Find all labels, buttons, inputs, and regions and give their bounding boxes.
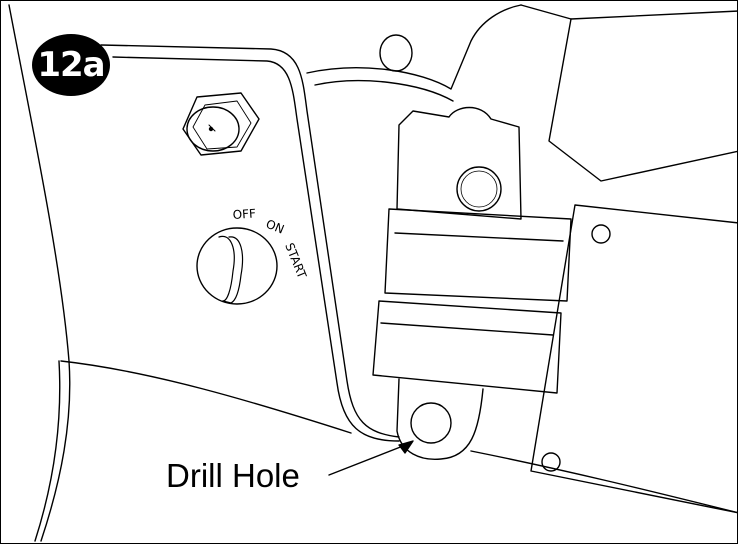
ignition-switch-body [197,228,277,304]
upper-housing [307,5,521,89]
lower-housing-curve [61,361,351,433]
panel-left-edge [9,5,70,541]
control-panel-outline-inner [113,57,399,441]
bracket-hole-upper [592,225,610,243]
upper-box [397,108,521,220]
upper-mount-hole [380,35,412,71]
upper-box-knob [457,167,501,211]
switch-label-start: START [282,241,309,281]
right-shroud [549,19,738,181]
panel-left-edge-inner [35,361,60,541]
callout-arrowhead [399,441,413,453]
label-plate-lower [373,301,561,393]
bracket-hole-lower [542,453,560,471]
mounting-bracket-plate [531,205,738,513]
drill-hole-label: Drill Hole [166,457,300,494]
callout-arrow-line [329,446,403,475]
right-shroud-top [521,5,738,19]
switch-label-on: ON [264,217,286,237]
switch-label-off: OFF [232,206,256,222]
drill-hole [411,403,451,443]
step-badge: 12a [32,34,110,96]
hex-bolt [183,93,259,155]
drill-hole-boss [397,379,483,459]
label-plate-upper [385,209,571,301]
control-panel-outline [101,45,399,437]
upper-housing-inner [315,81,453,101]
lower-housing-base [471,451,738,513]
